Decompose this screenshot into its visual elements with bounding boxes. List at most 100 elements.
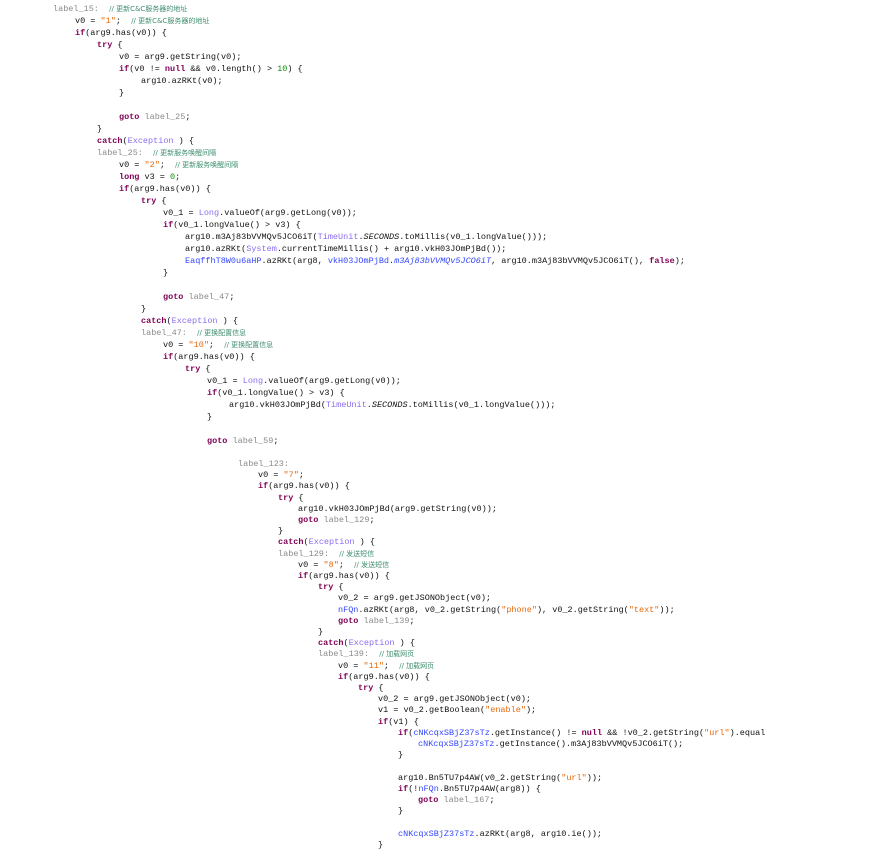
code-line: v0_2 = arg9.getJSONObject(v0);	[378, 694, 531, 705]
code-text: ;	[229, 292, 235, 302]
label: label_25	[144, 112, 186, 122]
code-line: goto label_139;	[338, 616, 415, 627]
code-line: arg10.vkH03JOmPjBd(TimeUnit.SECONDS.toMi…	[229, 399, 556, 411]
class-ref: Long	[242, 376, 264, 386]
code-text: }	[97, 124, 103, 134]
code-line: v0 = arg9.getString(v0);	[119, 51, 241, 63]
code-text: ) {	[287, 64, 303, 74]
code-text: .toMillis(v0_1.longValue()));	[407, 400, 556, 410]
static-field: m3Aj83bVVMQv5JCO6iT	[394, 256, 492, 266]
code-text: }	[141, 304, 147, 314]
code-text: arg10.vkH03JOmPjBd(arg9.getString(v0));	[298, 503, 497, 514]
class-ref: Long	[198, 208, 220, 218]
code-text: (arg9.has(v0)) {	[173, 352, 255, 362]
code-text: ;	[298, 470, 304, 481]
class-ref: Exception	[171, 316, 218, 326]
comment: // 更换配置信息	[197, 329, 247, 337]
code-line: try {	[318, 582, 344, 593]
obfuscated-class-ref: EaqffhT8W0u6aHP	[185, 256, 262, 266]
code-line: if(arg9.has(v0)) {	[298, 571, 390, 582]
comment: // 更新服务唤醒间隔	[175, 161, 239, 169]
number-literal: 0	[170, 172, 176, 182]
keyword: catch	[97, 136, 123, 146]
code-line: cNKcqxSBjZ37sTz.azRKt(arg8, arg10.ie());	[398, 829, 602, 840]
code-text: v0_1 =	[207, 376, 243, 386]
code-text: (	[303, 537, 309, 548]
string-literal: "1"	[100, 16, 116, 26]
code-line: if(v0 != null && v0.length() > 10) {	[119, 63, 303, 75]
keyword: goto	[207, 436, 228, 446]
code-line: if(arg9.has(v0)) {	[163, 351, 255, 363]
code-text: }	[378, 839, 384, 850]
code-line: goto label_167;	[418, 795, 495, 806]
label: label_167	[443, 795, 490, 805]
class-ref: System	[246, 244, 277, 254]
code-line: v0 = "8"; // 发送短信	[298, 560, 389, 571]
keyword: if	[258, 481, 269, 492]
code-text: (arg9.has(v0)) {	[268, 481, 350, 492]
string-literal: "11"	[363, 660, 384, 671]
code-text: && v0.length() >	[185, 64, 278, 74]
code-line: }	[97, 123, 102, 135]
code-text: v1 = v0_2.getBoolean(	[378, 705, 486, 716]
string-literal: "url"	[561, 772, 587, 783]
label: label_129:	[278, 548, 330, 559]
code-text: .	[389, 256, 395, 266]
code-text: (v0_1.longValue() > v3) {	[217, 388, 345, 398]
code-text: );	[674, 256, 685, 266]
code-text: ;	[273, 436, 279, 446]
code-text: (arg9.has(v0)) {	[348, 671, 430, 682]
code-text: v0 =	[163, 340, 189, 350]
obfuscated-class-ref: cNKcqxSBjZ37sTz	[398, 828, 475, 839]
code-line: label_47: // 更换配置信息	[141, 327, 246, 339]
comment: // 加载网页	[399, 661, 435, 670]
code-text: .toMillis(v0_1.longValue()));	[399, 232, 548, 242]
code-text: ;	[115, 16, 132, 26]
code-text: ).equal	[729, 727, 766, 738]
keyword: goto	[338, 615, 359, 626]
code-text: ) {	[354, 537, 375, 548]
code-line: v0 = "10"; // 更换配置信息	[163, 339, 273, 351]
code-line: if(arg9.has(v0)) {	[258, 481, 350, 492]
code-text: ), v0_2.getString(	[536, 604, 629, 615]
code-text: .getInstance().m3Aj83bVVMQv5JCO6iT();	[494, 739, 684, 749]
keyword: try	[278, 492, 294, 503]
class-ref: Exception	[308, 537, 355, 548]
code-text: v0 =	[338, 660, 364, 671]
code-text: {	[293, 492, 304, 503]
code-text: .valueOf(arg9.getLong(v0));	[219, 208, 357, 218]
code-line: arg10.azRKt(v0);	[141, 75, 223, 87]
code-text: (arg9.has(v0)) {	[129, 184, 211, 194]
code-text: (	[166, 316, 172, 326]
keyword: if	[119, 184, 130, 194]
code-text: .azRKt(arg8, v0_2.getString(	[358, 604, 502, 615]
code-line: label_15: // 更新C&C服务器的地址	[53, 3, 187, 15]
code-line: label_25: // 更新服务唤醒间隔	[97, 147, 216, 159]
code-line: v0_1 = Long.valueOf(arg9.getLong(v0));	[163, 207, 357, 219]
obfuscated-class-ref: cNKcqxSBjZ37sTz	[418, 739, 495, 749]
code-text	[329, 549, 339, 559]
keyword: null	[164, 64, 186, 74]
code-line: arg10.Bn5TU7p4AW(v0_2.getString("url"));	[398, 773, 602, 784]
code-text: }	[119, 88, 125, 98]
code-text: {	[333, 582, 344, 593]
code-line: if(v0_1.longValue() > v3) {	[207, 387, 345, 399]
code-line: v0 = "2"; // 更新服务唤醒间隔	[119, 159, 238, 171]
code-line: }	[141, 303, 146, 315]
code-text: .Bn5TU7p4AW(arg8)) {	[438, 783, 541, 794]
code-text: .	[366, 400, 372, 410]
code-text: v0 =	[75, 16, 101, 26]
code-text: (	[408, 727, 414, 738]
code-line: }	[378, 840, 383, 851]
code-line: if(cNKcqxSBjZ37sTz.getInstance() != null…	[398, 728, 765, 739]
comment: // 发送短信	[354, 560, 390, 569]
code-line: v0 = "7";	[258, 470, 304, 481]
code-text: ;	[175, 172, 181, 182]
label: label_15:	[53, 4, 99, 14]
code-text: {	[200, 364, 211, 374]
code-text: {	[373, 683, 384, 693]
code-text: v0 =	[119, 160, 145, 170]
keyword: if	[398, 783, 409, 794]
code-text: (v1) {	[388, 716, 419, 727]
keyword: if	[75, 28, 86, 38]
